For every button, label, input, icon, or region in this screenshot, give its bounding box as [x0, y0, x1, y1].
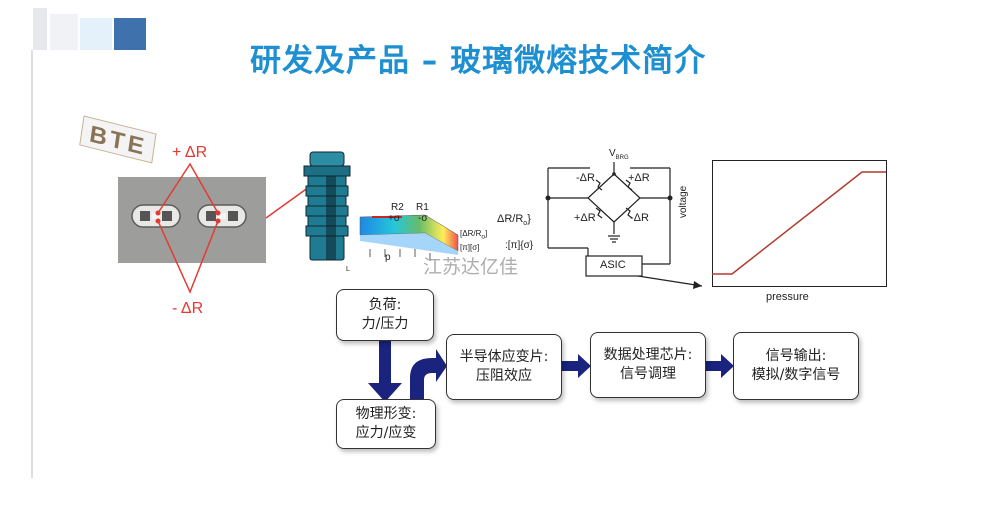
fea-formula-b: [π][σ] — [460, 243, 480, 252]
flow-box-deform-line1: 物理形变: — [355, 406, 417, 422]
arrow-down-head — [368, 383, 402, 402]
flow-box-load: 负荷: 力/压力 — [336, 289, 434, 341]
bridge-bottom-left-label: +ΔR — [574, 212, 596, 224]
bridge-top-left-label: -ΔR — [576, 172, 595, 184]
arrow-down-shaft — [379, 340, 391, 385]
flow-box-deform-line2: 应力/应变 — [355, 425, 417, 441]
minus-delta-r-label: - ΔR — [172, 300, 204, 317]
arrow-right-1-shaft — [562, 361, 580, 371]
corner-block-pale — [50, 14, 78, 50]
arrow-curved — [410, 349, 447, 400]
corner-block-sky — [80, 18, 112, 50]
strain-gauge-left — [131, 204, 181, 228]
flow-box-semi-line2: 压阻效应 — [476, 368, 532, 384]
r1-label: R1 — [416, 202, 429, 213]
page-title: 研发及产品 – 玻璃微熔技术简介 — [250, 43, 707, 79]
voltage-curve — [712, 171, 886, 275]
plus-delta-r-label: + ΔR — [172, 144, 208, 161]
arrow-right-2-shaft — [705, 361, 723, 371]
dr-ro-label: ΔR/Ro} — [497, 213, 531, 228]
watermark-text: 江苏达亿佳 — [423, 256, 519, 278]
corner-block-light — [33, 8, 47, 50]
flow-box-semi-line1: 半导体应变片: — [459, 349, 549, 365]
flow-box-load-line2: 力/压力 — [361, 316, 409, 332]
asic-label: ASIC — [600, 259, 626, 271]
flow-box-output: 信号输出: 模拟/数字信号 — [733, 332, 859, 400]
flow-box-output-line2: 模拟/数字信号 — [751, 367, 841, 383]
flow-box-deform: 物理形变: 应力/应变 — [336, 399, 436, 449]
voltage-pressure-graph — [712, 160, 887, 287]
pressure-axis-label: pressure — [766, 291, 809, 303]
l-label: L — [346, 266, 350, 273]
arrow-right-1-head — [578, 354, 591, 378]
bridge-top-right-label: +ΔR — [628, 172, 650, 184]
p-label: p — [385, 252, 391, 263]
asic-box — [585, 255, 643, 277]
flow-box-chip: 数据处理芯片: 信号调理 — [590, 332, 706, 398]
fea-model-illustration — [359, 214, 459, 261]
plus-sigma-label: +σ — [388, 213, 401, 224]
flow-box-output-line1: 信号输出: — [765, 348, 827, 364]
wheatstone-bridge-diagram — [545, 162, 703, 289]
arrow-right-2-head — [721, 354, 734, 378]
sensor-photo — [118, 177, 266, 263]
pi-sigma-label: :[π]{σ} — [505, 240, 534, 251]
flow-box-chip-line1: 数据处理芯片: — [603, 347, 693, 363]
minus-sigma-label: -σ — [418, 213, 428, 224]
flow-box-load-line1: 负荷: — [368, 297, 402, 313]
r2-label: R2 — [391, 202, 404, 213]
vbrg-label: VBRG — [609, 148, 629, 161]
bridge-bottom-right-label: -ΔR — [630, 212, 649, 224]
left-rule — [31, 50, 33, 478]
flow-box-semiconductor: 半导体应变片: 压阻效应 — [446, 334, 562, 400]
corner-block-blue — [114, 18, 146, 50]
bte-logo: BTE — [79, 115, 157, 164]
fea-formula-a: [ΔR/Ro] — [460, 229, 488, 241]
strain-gauge-right — [197, 204, 247, 228]
threaded-sensor-illustration — [303, 151, 351, 261]
flow-box-chip-line2: 信号调理 — [620, 366, 676, 382]
